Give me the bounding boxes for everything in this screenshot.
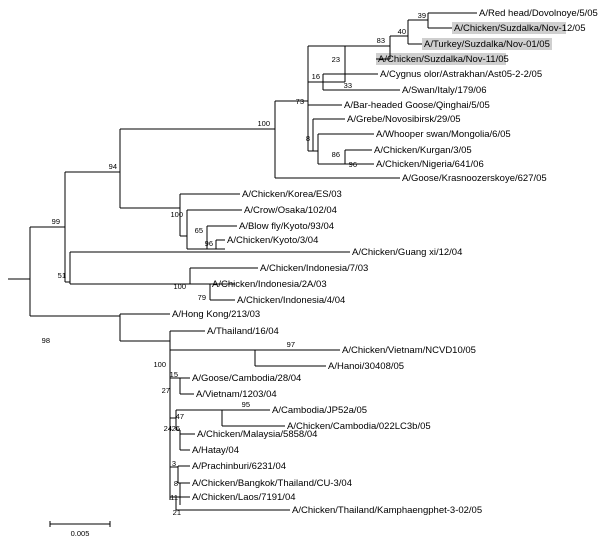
taxon-label: A/Goose/Krasnoozerskoye/627/05 xyxy=(402,173,547,184)
taxon-label: A/Chicken/Nigeria/641/06 xyxy=(376,159,484,170)
support-value: 100 xyxy=(173,282,186,291)
support-value: 21 xyxy=(173,508,181,517)
taxon-label: A/Thailand/16/04 xyxy=(207,326,279,337)
support-value: 51 xyxy=(58,271,66,280)
support-value: 97 xyxy=(287,340,295,349)
support-value: 23 xyxy=(332,55,340,64)
support-value: 39 xyxy=(418,11,426,20)
taxon-label: A/Chicken/Kurgan/3/05 xyxy=(374,145,472,156)
taxon-label: A/Vietnam/1203/04 xyxy=(196,389,277,400)
support-value: 47 xyxy=(176,412,184,421)
taxon-label: A/Chicken/Indonesia/2A/03 xyxy=(212,279,327,290)
support-value: 65 xyxy=(195,226,203,235)
support-value: 86 xyxy=(332,150,340,159)
taxon-label: A/Hatay/04 xyxy=(192,445,239,456)
taxon-label: A/Chicken/Malaysia/5858/04 xyxy=(197,429,317,440)
highlight-t3 xyxy=(422,38,552,50)
support-value: 26 xyxy=(172,424,180,433)
taxon-label: A/Prachinburi/6231/04 xyxy=(192,461,286,472)
support-value: 16 xyxy=(312,72,320,81)
taxon-label: A/Turkey/Suzdalka/Nov-01/05 xyxy=(424,39,550,50)
support-value: 94 xyxy=(109,162,117,171)
support-value: 33 xyxy=(344,81,352,90)
taxon-label: A/Chicken/Vietnam/NCVD10/05 xyxy=(342,345,476,356)
support-value: 11 xyxy=(170,493,178,502)
taxon-label: A/Chicken/Guang xi/12/04 xyxy=(352,247,462,258)
taxon-label: A/Chicken/Indonesia/7/03 xyxy=(260,263,368,274)
taxon-label: A/Swan/Italy/179/06 xyxy=(402,85,487,96)
taxon-label: A/Bar-headed Goose/Qinghai/5/05 xyxy=(344,100,490,111)
taxon-label: A/Cygnus olor/Astrakhan/Ast05-2-2/05 xyxy=(380,69,542,80)
support-value: 40 xyxy=(398,27,406,36)
taxon-label: A/Chicken/Bangkok/Thailand/CU-3/04 xyxy=(192,478,352,489)
support-value: 100 xyxy=(153,360,166,369)
taxon-labels: A/Red head/Dovolnoye/5/05 A/Chicken/Suzd… xyxy=(172,8,598,516)
support-value: 100 xyxy=(170,210,183,219)
support-value: 99 xyxy=(52,217,60,226)
taxon-label: A/Chicken/Kyoto/3/04 xyxy=(227,235,318,246)
support-value: 24 xyxy=(164,424,172,433)
taxon-label: A/Chicken/Indonesia/4/04 xyxy=(237,295,345,306)
taxon-label: A/Goose/Cambodia/28/04 xyxy=(192,373,301,384)
support-value: 79 xyxy=(198,293,206,302)
taxon-label: A/Hong Kong/213/03 xyxy=(172,309,260,320)
support-value: 100 xyxy=(257,119,270,128)
taxon-label: A/Chicken/Suzdalka/Nov-12/05 xyxy=(454,23,586,34)
taxon-label: A/Chicken/Cambodia/022LC3b/05 xyxy=(287,421,431,432)
support-value: 3 xyxy=(172,459,176,468)
support-value: 27 xyxy=(162,386,170,395)
taxon-label: A/Chicken/Laos/7191/04 xyxy=(192,492,296,503)
taxon-label: A/Chicken/Thailand/Kamphaengphet-3-02/05 xyxy=(292,505,482,516)
support-value: 73 xyxy=(296,97,304,106)
taxon-label: A/Chicken/Suzdalka/Nov-11/05 xyxy=(378,54,509,65)
support-value: 96 xyxy=(205,239,213,248)
highlight-t2 xyxy=(452,22,566,34)
taxon-label: A/Chicken/Korea/ES/03 xyxy=(242,189,342,200)
support-value: 8 xyxy=(174,479,178,488)
taxon-label: A/Whooper swan/Mongolia/6/05 xyxy=(376,129,511,140)
taxon-label: A/Red head/Dovolnoye/5/05 xyxy=(479,8,598,19)
branches xyxy=(8,12,477,511)
support-value: 83 xyxy=(377,36,385,45)
highlight-t4 xyxy=(376,53,506,65)
taxon-label: A/Crow/Osaka/102/04 xyxy=(244,205,337,216)
support-value: 15 xyxy=(170,370,178,379)
scale-bar-label: 0.005 xyxy=(71,529,90,538)
taxon-label: A/Cambodia/JP52a/05 xyxy=(272,405,367,416)
taxon-label: A/Hanoi/30408/05 xyxy=(328,361,404,372)
support-value: 98 xyxy=(42,336,50,345)
support-value: 96 xyxy=(349,160,357,169)
taxon-label: A/Blow fly/Kyoto/93/04 xyxy=(239,221,334,232)
support-values: 39 40 83 23 16 33 73 100 8 86 96 94 99 1… xyxy=(42,11,426,517)
support-value: 95 xyxy=(242,400,250,409)
scale-bar: 0.005 xyxy=(49,521,111,538)
support-value: 8 xyxy=(306,134,310,143)
taxon-label: A/Grebe/Novosibirsk/29/05 xyxy=(347,114,461,125)
